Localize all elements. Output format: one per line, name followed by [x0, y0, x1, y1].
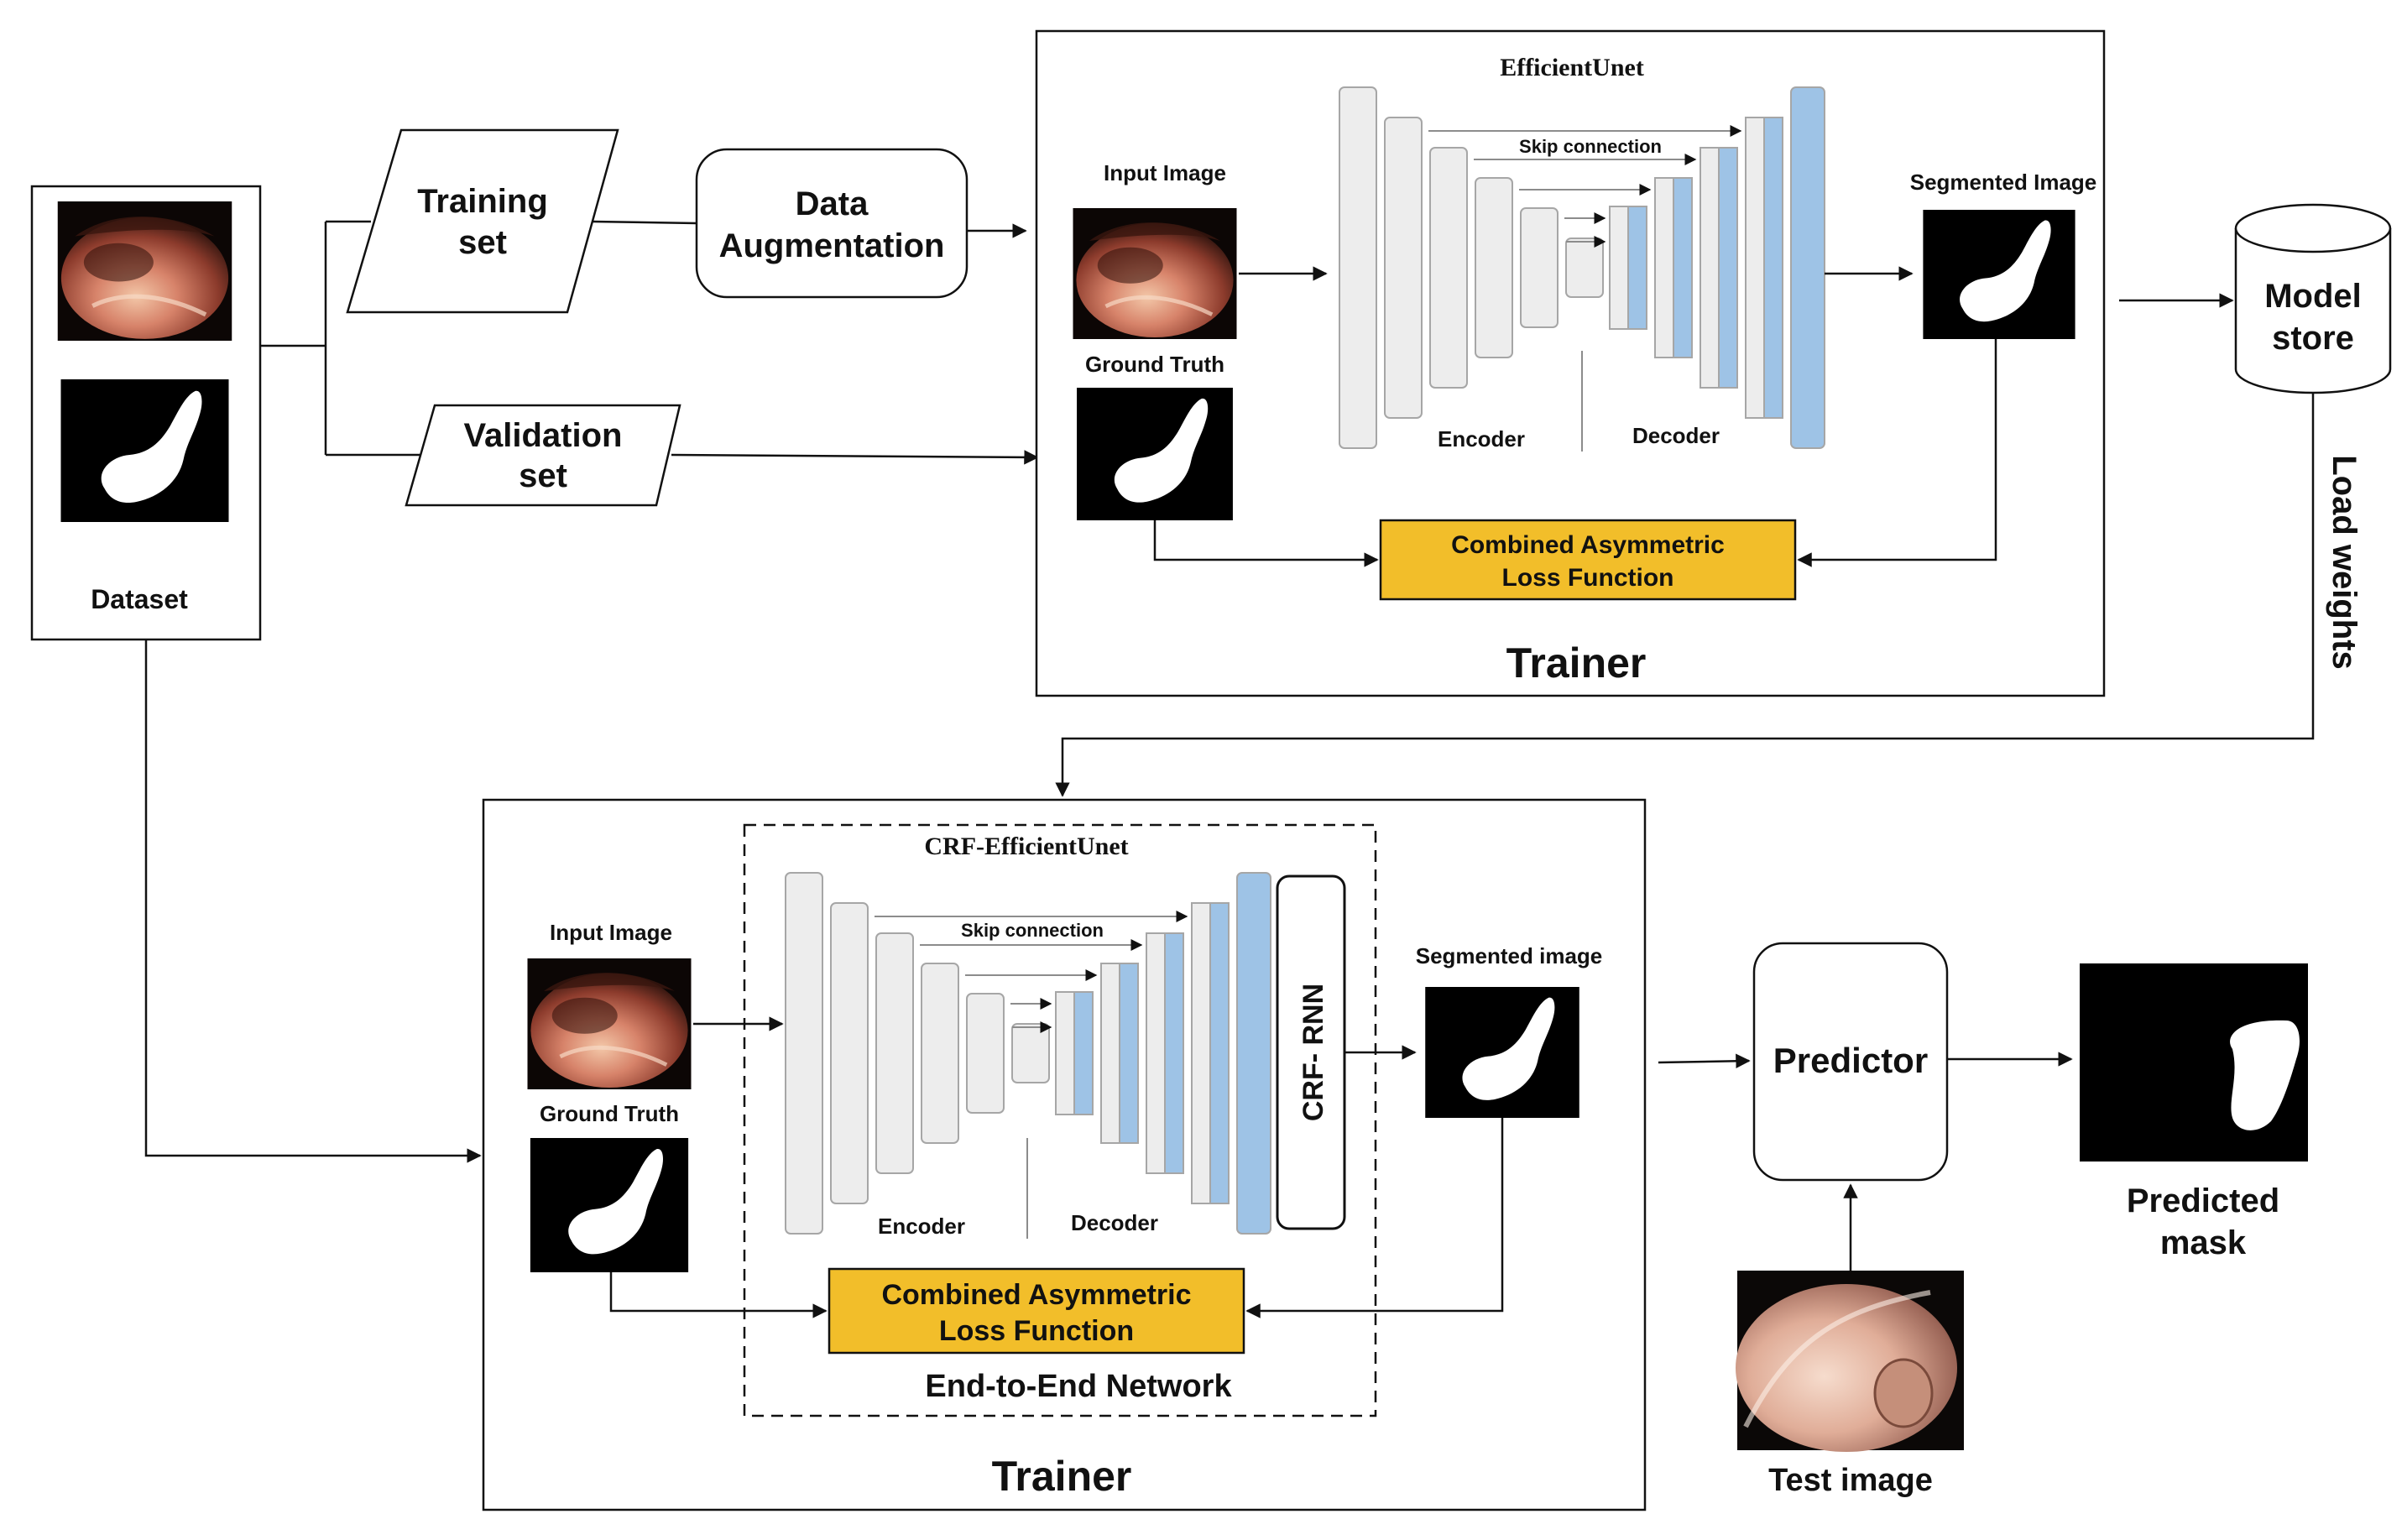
trainer-1-loss-line2: Loss Function [1502, 564, 1674, 592]
trainer-2-gt-label: Ground Truth [540, 1101, 679, 1126]
trainer-2-unet [785, 872, 1271, 1235]
trainer-1-loss-line1: Combined Asymmetric [1451, 531, 1725, 559]
trainer-1-unet [1339, 86, 1825, 449]
model-store-line1: Model [2264, 278, 2362, 315]
trainer-2-to-predictor-arrow [1658, 1053, 1751, 1069]
trainer-1-panel: EfficientUnet Input Image Ground Truth [1035, 29, 2106, 697]
trainer-2-segmented-image [1425, 987, 1579, 1118]
trainer-2-segmented-label: Segmented image [1416, 943, 1603, 968]
trainer-1-input-label: Input Image [1104, 160, 1226, 185]
trainer-1-network-title: EfficientUnet [1500, 54, 1644, 81]
predicted-mask-panel: Predicted mask [2080, 963, 2308, 1261]
trainer-2-network-title: CRF-EfficientUnet [924, 833, 1128, 860]
trainer-1-loss-box [1379, 519, 1797, 601]
dataset-label: Dataset [91, 584, 188, 614]
trainer-1-decoder-label: Decoder [1632, 423, 1720, 448]
trainer-1-gt-label: Ground Truth [1085, 352, 1224, 377]
trainer-2-skip-label: Skip connection [961, 920, 1104, 941]
load-weights-label: Load weights [2326, 455, 2363, 670]
dataset-sample-image [58, 201, 232, 341]
training-to-augmentation-line [592, 220, 697, 225]
validation-set-line1: Validation [464, 417, 623, 454]
augmentation-line2: Augmentation [719, 227, 945, 264]
trainer-2-input-label: Input Image [550, 920, 672, 945]
dataset-split-connectors [260, 220, 426, 457]
validation-to-trainer-arrow [671, 450, 1039, 465]
trainer-2-input-image [528, 958, 692, 1089]
trainer-2-gt-mask [530, 1138, 689, 1272]
model-store-node: Model store [2234, 203, 2392, 394]
trainer-2-seg-to-loss [1245, 1118, 1504, 1318]
model-store-line2: store [2272, 320, 2354, 357]
test-image-label: Test image [1768, 1463, 1933, 1498]
trainer-2-title: Trainer [992, 1453, 1132, 1500]
trainer-2-decoder-label: Decoder [1071, 1210, 1158, 1235]
trainer-1-segmented-label: Segmented Image [1910, 170, 2097, 195]
trainer-1-seg-to-loss [1797, 339, 1997, 567]
trainer-1-input-image [1073, 208, 1237, 339]
crf-rnn-label: CRF- RNN [1297, 984, 1329, 1121]
test-image-panel: Test image [1736, 1271, 1964, 1498]
end-to-end-network-box [743, 823, 1377, 1417]
trainer-1-gt-mask [1077, 388, 1233, 520]
dataset-to-trainer-2-arrow [144, 639, 482, 1163]
trainer-2-encoder-label: Encoder [878, 1214, 965, 1239]
trainer-1-gt-to-loss [1153, 520, 1379, 567]
training-set-node: Training set [346, 128, 619, 314]
predictor-node: Predictor [1752, 942, 1949, 1182]
trainer-2-loss-box [828, 1267, 1245, 1355]
trainer-2-loss-line1: Combined Asymmetric [881, 1279, 1191, 1311]
predicted-mask-line2: mask [2160, 1224, 2247, 1261]
augmentation-line1: Data [796, 185, 869, 222]
dataset-sample-mask [60, 379, 229, 522]
data-augmentation-node: Data Augmentation [695, 148, 969, 299]
trainer-1-skip-arrows [1428, 125, 1742, 248]
validation-set-line2: set [519, 457, 567, 494]
trainer-2-gt-to-loss [609, 1272, 828, 1318]
trainer-2-panel: CRF-EfficientUnet Input Image Ground Tru… [482, 798, 1647, 1511]
trainer-1-segmented-image [1923, 210, 2075, 339]
trainer-2-skip-arrows [875, 911, 1188, 1033]
end-to-end-network-label: End-to-End Network [925, 1369, 1232, 1404]
trainer-1-encoder-label: Encoder [1438, 426, 1525, 452]
training-set-line1: Training [417, 183, 548, 220]
load-weights-arrow [1055, 393, 2315, 797]
predicted-mask-line1: Predicted [2127, 1182, 2279, 1219]
training-set-line2: set [458, 224, 507, 261]
trainer-1-title: Trainer [1506, 639, 1647, 686]
predicted-mask-shape [2230, 1020, 2300, 1130]
validation-set-node: Validation set [405, 404, 681, 507]
predictor-label: Predictor [1773, 1041, 1928, 1080]
dataset-panel: Dataset [30, 185, 262, 641]
trainer-2-loss-line2: Loss Function [939, 1315, 1134, 1347]
trainer-1-skip-label: Skip connection [1519, 136, 1662, 157]
